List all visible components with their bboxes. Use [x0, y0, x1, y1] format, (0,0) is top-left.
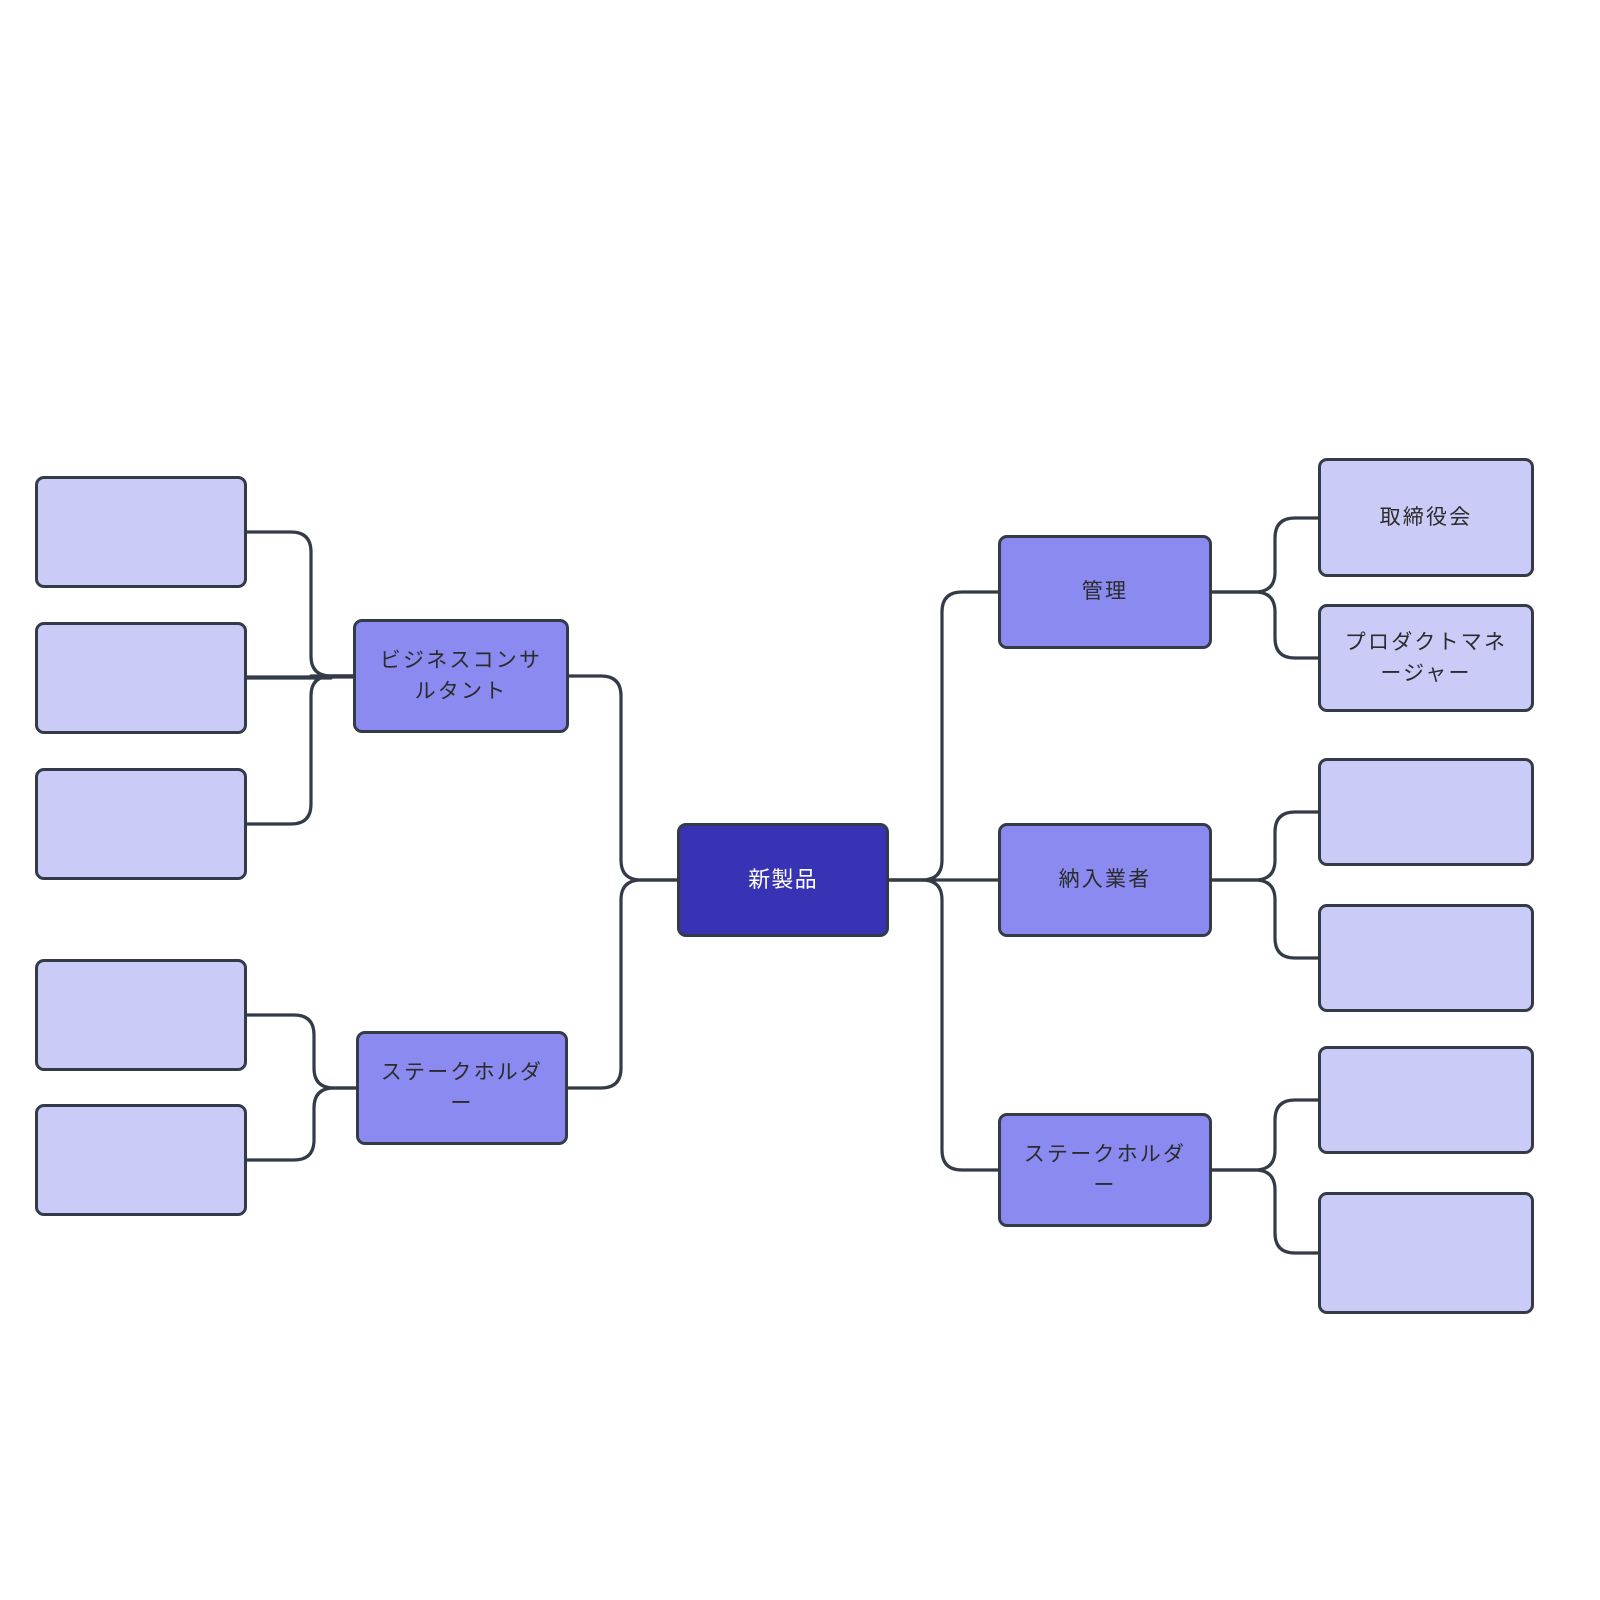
edge-stakeholder-right-child-2 [1210, 1168, 1320, 1255]
edge-management-child-product-manager [1210, 590, 1320, 660]
node-label: プロダクトマネージャー [1344, 629, 1508, 686]
edge-management-child-board [1210, 516, 1320, 594]
node-label: 管理 [1081, 579, 1129, 604]
leaf-node-stakeholder-left-1[interactable] [35, 959, 247, 1071]
leaf-node-stakeholder-left-2[interactable] [35, 1104, 247, 1216]
leaf-node-supplier-2[interactable] [1318, 904, 1534, 1012]
edge-stakeholder-left-child-2 [245, 1086, 358, 1162]
edge-root-stakeholder-left [566, 878, 679, 1090]
leaf-node-consultant-1[interactable] [35, 476, 247, 588]
leaf-node-stakeholder-right-1[interactable] [1318, 1046, 1534, 1154]
branch-node-supplier[interactable]: 納入業者 [998, 823, 1212, 937]
leaf-node-stakeholder-right-2[interactable] [1318, 1192, 1534, 1314]
branch-node-stakeholder-left[interactable]: ステークホルダー [356, 1031, 568, 1145]
edge-supplier-child-1 [1210, 810, 1320, 882]
branch-node-management[interactable]: 管理 [998, 535, 1212, 649]
edge-root-stakeholder-right [887, 878, 1000, 1172]
edge-root-business-consultant [567, 674, 679, 882]
leaf-node-consultant-2[interactable] [35, 622, 247, 734]
edge-stakeholder-right-child-1 [1210, 1098, 1320, 1172]
node-label: 新製品 [748, 867, 818, 893]
branch-node-business-consultant[interactable]: ビジネスコンサルタント [353, 619, 569, 733]
node-label: 納入業者 [1058, 867, 1152, 892]
edge-consultant-child-2 [245, 674, 355, 680]
edge-supplier-child-2 [1210, 878, 1320, 960]
leaf-node-board-of-directors[interactable]: 取締役会 [1318, 458, 1534, 577]
node-label: ステークホルダー [1023, 1141, 1187, 1198]
edge-consultant-child-3 [245, 674, 355, 826]
edge-root-management [887, 590, 1000, 882]
node-label: 取締役会 [1379, 504, 1473, 529]
leaf-node-consultant-3[interactable] [35, 768, 247, 880]
node-label: ステークホルダー [380, 1059, 544, 1116]
edge-stakeholder-left-child-1 [245, 1013, 358, 1090]
edge-consultant-child-1 [245, 530, 355, 678]
root-node-new-product[interactable]: 新製品 [677, 823, 889, 937]
leaf-node-supplier-1[interactable] [1318, 758, 1534, 866]
leaf-node-product-manager[interactable]: プロダクトマネージャー [1318, 604, 1534, 712]
branch-node-stakeholder-right[interactable]: ステークホルダー [998, 1113, 1212, 1227]
node-label: ビジネスコンサルタント [379, 647, 543, 704]
